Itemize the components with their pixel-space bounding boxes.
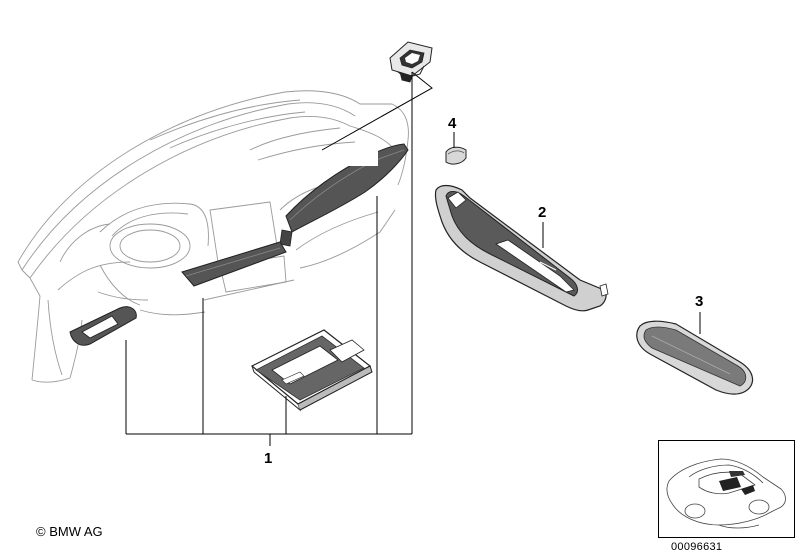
callout-4: 4 (448, 115, 457, 132)
glovebox-outline (322, 144, 378, 166)
callout-1: 1 (264, 450, 272, 467)
leader-lines (125, 71, 701, 446)
callout-2: 2 (538, 204, 546, 221)
dashboard-drawing (17, 90, 409, 383)
vehicle-thumbnail (658, 440, 795, 538)
part-3-armrest-cover (636, 320, 754, 395)
shifter-trim-part (250, 329, 373, 412)
trim-strip-center (181, 241, 287, 287)
diagram-part-number: 00096631 (671, 541, 723, 553)
part-2-door-handle-trim (434, 184, 609, 312)
trim-strip-driver (69, 306, 137, 346)
switch-cover-part (389, 41, 433, 83)
callout-3: 3 (695, 293, 703, 310)
part-4-cap (445, 146, 467, 165)
car-icon (666, 458, 786, 529)
copyright-text: © BMW AG (36, 524, 103, 539)
